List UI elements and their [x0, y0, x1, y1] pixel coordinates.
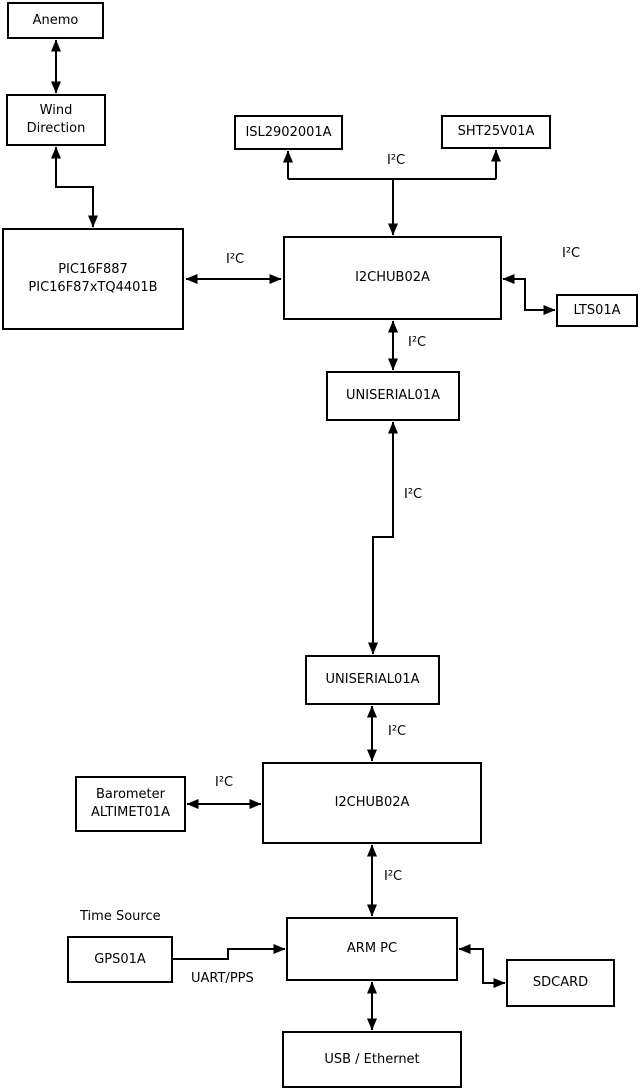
- node-label: SHT25V01A: [457, 124, 535, 140]
- edge-gps-armpc: [173, 944, 286, 960]
- node-pic-microcontroller: PIC16F887 PIC16F87xTQ4401B: [2, 228, 184, 330]
- node-label-line2: Direction: [26, 121, 86, 136]
- edge-wind-pic: [51, 146, 98, 228]
- node-label: UNISERIAL01A: [346, 388, 440, 404]
- edge-label-uart-pps: UART/PPS: [191, 971, 254, 986]
- node-label: SDCARD: [532, 975, 589, 991]
- node-gps01a: GPS01A: [67, 936, 173, 983]
- node-label-line2: PIC16F87xTQ4401B: [28, 280, 158, 295]
- node-label: I2CHUB02A: [355, 270, 430, 286]
- edge-label-i2c-pic-hub: I²C: [226, 252, 245, 267]
- node-label: ARM PC: [346, 941, 398, 957]
- edge-label-i2c-hub2-armpc: I²C: [384, 869, 403, 884]
- node-label: ISL2902001A: [245, 124, 332, 140]
- edge-label-i2c-uniserial-link: I²C: [404, 487, 423, 502]
- node-i2c-hub-bottom: I2CHUB02A: [262, 762, 482, 844]
- node-label-line1: PIC16F887: [58, 262, 128, 278]
- node-label-line1: Wind: [39, 103, 73, 119]
- node-barometer: Barometer ALTIMET01A: [75, 776, 186, 832]
- edge-label-i2c-hub1-uniserial: I²C: [408, 335, 427, 350]
- edge-armpc-sdcard: [458, 944, 506, 988]
- node-lts01a: LTS01A: [556, 294, 638, 327]
- edge-hub1-lts: [502, 274, 556, 315]
- node-label: USB / Ethernet: [324, 1051, 420, 1067]
- edge-label-i2c-uniserial-hub2: I²C: [388, 724, 407, 739]
- edge-label-i2c-sensor-bus: I²C: [387, 153, 406, 168]
- node-i2c-hub-top: I2CHUB02A: [283, 236, 502, 320]
- node-usb-ethernet: USB / Ethernet: [282, 1031, 462, 1088]
- node-label: Anemo: [32, 12, 79, 28]
- node-wind-direction: Wind Direction: [6, 94, 106, 146]
- label-time-source: Time Source: [80, 909, 161, 924]
- node-isl2902001a: ISL2902001A: [234, 115, 343, 150]
- node-sht25v01a: SHT25V01A: [441, 115, 551, 149]
- node-label: UNISERIAL01A: [325, 672, 420, 688]
- node-uniserial-upper: UNISERIAL01A: [326, 371, 460, 421]
- node-sdcard: SDCARD: [506, 959, 615, 1007]
- node-label-line1: Barometer: [96, 787, 165, 803]
- node-arm-pc: ARM PC: [286, 917, 458, 981]
- edge-label-i2c-hub-lts: I²C: [562, 246, 581, 261]
- node-label: I2CHUB02A: [334, 795, 410, 811]
- node-label-line2: ALTIMET01A: [91, 805, 170, 820]
- node-uniserial-lower: UNISERIAL01A: [305, 655, 440, 705]
- edge-label-i2c-barometer-hub2: I²C: [215, 775, 234, 790]
- edge-uniserial1-uniserial2: [368, 421, 398, 655]
- node-anemometer: Anemo: [7, 2, 104, 39]
- node-label: LTS01A: [573, 302, 621, 318]
- node-label: GPS01A: [94, 951, 146, 967]
